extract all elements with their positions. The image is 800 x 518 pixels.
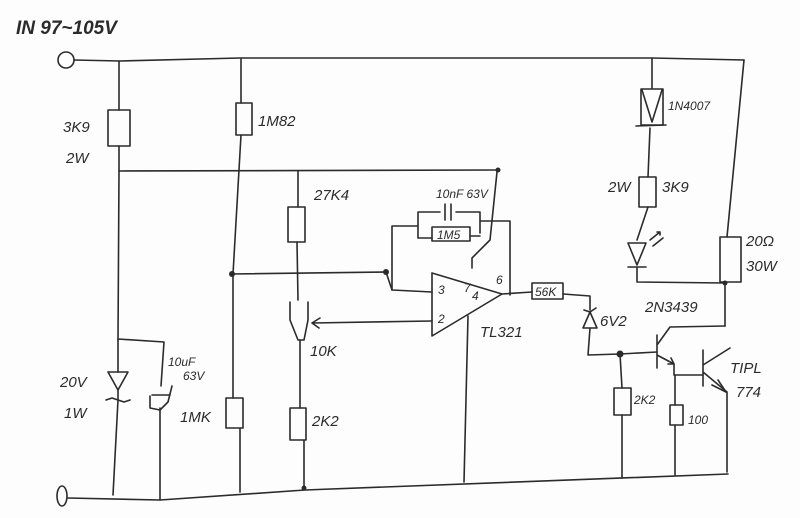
r-out-value: 56K xyxy=(535,285,557,299)
ground-rail xyxy=(67,473,729,501)
zener-diode-6v2 xyxy=(582,307,598,329)
opamp-pin-3: 3 xyxy=(438,283,445,297)
diode-1n4007 xyxy=(635,88,667,127)
zener-supply-value: 20V xyxy=(59,374,89,391)
top-rail xyxy=(73,57,745,62)
q2-value-2: 774 xyxy=(736,384,761,401)
led-indicator xyxy=(627,231,664,268)
r-input-power: 2W xyxy=(65,150,90,167)
input-terminal xyxy=(57,51,75,69)
resistor-1m5 xyxy=(431,226,471,242)
pot-value: 10K xyxy=(310,343,338,360)
q1-value: 2N3439 xyxy=(644,299,698,316)
diode-value: 1N4007 xyxy=(668,99,711,113)
zener-diode-20v xyxy=(105,339,131,403)
wire-supply-node xyxy=(118,169,499,172)
wire-noninverting-input xyxy=(231,271,433,293)
input-voltage-label: IN 97~105V xyxy=(16,18,118,39)
zener-out-value: 6V2 xyxy=(600,313,627,330)
wire-reference xyxy=(296,170,305,489)
wire-left xyxy=(112,60,120,496)
r-load-power: 30W xyxy=(746,258,779,275)
r-emitter-value: 100 xyxy=(688,413,708,427)
r-ref-top-value: 27K4 xyxy=(313,187,349,204)
wire-feedback xyxy=(391,211,511,296)
r-ref-bottom-value: 2K2 xyxy=(311,413,339,430)
capacitor-10nf xyxy=(444,203,452,221)
wire-output xyxy=(562,293,658,356)
transistor-tipl774 xyxy=(702,347,731,473)
resistor-1mk xyxy=(225,397,244,429)
opamp-pin-6: 6 xyxy=(496,273,503,287)
resistor-3k9-led xyxy=(638,176,657,208)
ground-terminal xyxy=(56,485,68,507)
resistor-100 xyxy=(669,404,684,426)
cap-supply-voltage: 63V xyxy=(183,369,205,383)
opamp-pin-7: 7 xyxy=(464,281,472,295)
resistor-load-20ohm xyxy=(719,236,742,283)
r-load-value: 20Ω xyxy=(745,233,774,250)
resistor-27k4 xyxy=(287,206,306,243)
resistor-3k9-input xyxy=(107,109,131,147)
opamp-pin-2: 2 xyxy=(437,312,445,326)
r-input-value: 3K9 xyxy=(63,119,90,136)
resistor-1m82 xyxy=(235,102,253,136)
junction-dot xyxy=(301,485,307,491)
cap-supply-value: 10uF xyxy=(168,355,196,369)
r-divider-top-value: 1M82 xyxy=(258,113,296,130)
resistor-2k2-ref xyxy=(289,407,307,441)
r-led-value: 3K9 xyxy=(662,179,689,196)
opamp-tl321 xyxy=(431,171,533,483)
wire-base-resistor xyxy=(619,353,623,479)
r-led-power: 2W xyxy=(607,179,632,196)
wire-cap xyxy=(117,338,165,501)
cap-feedback-value: 10nF 63V xyxy=(436,187,489,201)
capacitor-10uf xyxy=(149,385,173,411)
r-divider-bottom-value: 1MK xyxy=(180,409,212,426)
opamp-pin-4: 4 xyxy=(472,289,479,303)
opamp-value: TL321 xyxy=(480,324,523,341)
zener-supply-power: 1W xyxy=(64,405,88,422)
junction-dot xyxy=(383,269,389,275)
r-base-value: 2K2 xyxy=(633,393,656,407)
resistor-56k xyxy=(531,282,564,300)
q2-value: TIPL xyxy=(730,360,762,377)
potentiometer-10k xyxy=(289,301,433,341)
wire-right xyxy=(636,57,745,327)
r-feedback-value: 1M5 xyxy=(437,228,461,242)
transistor-2n3439 xyxy=(656,325,726,376)
resistor-2k2-base xyxy=(613,387,632,416)
